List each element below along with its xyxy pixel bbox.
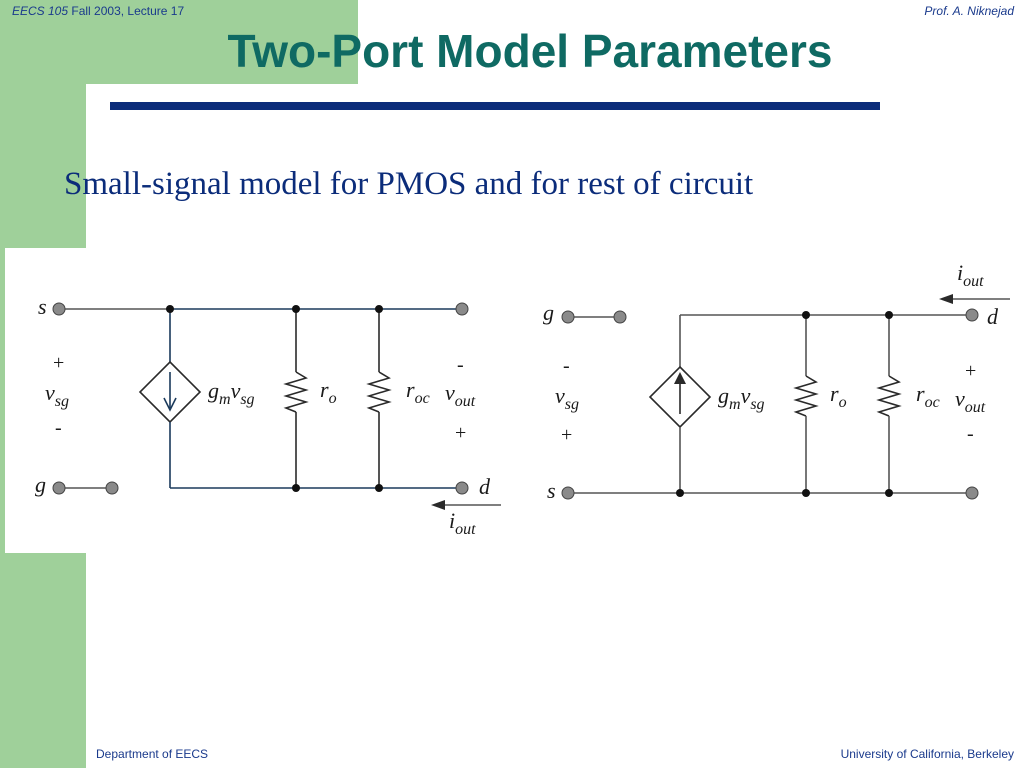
right-junction [802, 311, 810, 319]
left-source-arrow-head [163, 397, 177, 412]
left-terminals [52, 302, 469, 495]
left-label-plus-right: + [455, 422, 466, 444]
left-junction [375, 305, 383, 313]
left-label-vout: vout [445, 380, 476, 410]
right-source-arrow-head [674, 372, 686, 384]
left-circuit [59, 308, 501, 506]
right-circuit [568, 298, 1010, 494]
left-label-ro: ro [320, 377, 337, 407]
left-label-vsg: vsg [45, 380, 69, 410]
right-junction [802, 489, 810, 497]
left-junction [292, 484, 300, 492]
right-label-ro: ro [830, 381, 847, 411]
left-label-iout: iout [449, 508, 476, 538]
left-iout-arrow-head [431, 500, 445, 510]
right-terminal-s [561, 486, 575, 500]
right-label-iout: iout [957, 260, 984, 290]
right-label-s: s [547, 478, 556, 503]
left-ro-resistor [283, 371, 309, 413]
right-label-roc: roc [916, 381, 940, 411]
right-junctions [676, 311, 893, 497]
left-label-minus-right: - [457, 354, 464, 376]
slide-subtitle: Small-signal model for PMOS and for rest… [64, 166, 754, 202]
right-label-plus: + [561, 424, 572, 446]
right-label-g: g [543, 300, 554, 325]
right-iout-arrow-head [939, 294, 953, 304]
left-terminal-s [52, 302, 66, 316]
left-label-plus: + [53, 352, 64, 374]
right-junction [676, 489, 684, 497]
circuit-diagram-panel: s g d + vsg - gmvsg ro roc - vout + iout [5, 248, 1020, 553]
left-terminal-d [455, 481, 469, 495]
right-label-vout: vout [955, 386, 986, 416]
white-corner-curve [86, 84, 166, 164]
left-roc-resistor [366, 371, 392, 413]
slide-title: Two-Port Model Parameters [227, 25, 833, 77]
right-terminal-bottom-right [965, 486, 979, 500]
footer-university: University of California, Berkeley [840, 747, 1014, 761]
left-terminal-g-end [105, 481, 119, 495]
right-label-minus: - [563, 355, 570, 377]
right-junction [885, 489, 893, 497]
small-signal-circuits: s g d + vsg - gmvsg ro roc - vout + iout [35, 260, 1010, 538]
right-terminal-g-end [613, 310, 627, 324]
footer-department: Department of EECS [96, 747, 209, 761]
left-junction [375, 484, 383, 492]
right-terminal-d [965, 308, 979, 322]
course-header: EECS 105 Fall 2003, Lecture 17 [12, 4, 184, 18]
left-label-roc: roc [406, 377, 430, 407]
right-label-vsg: vsg [555, 383, 579, 413]
right-label-plus-right: + [965, 360, 976, 382]
right-roc-resistor [876, 375, 902, 417]
left-label-d: d [479, 474, 491, 499]
right-terminal-g [561, 310, 575, 324]
right-label-gmvsg: gmvsg [718, 383, 765, 413]
left-terminal-g [52, 481, 66, 495]
left-terminal-top-right [455, 302, 469, 316]
left-label-minus: - [55, 417, 62, 439]
right-ro-resistor [793, 375, 819, 417]
left-label-s: s [38, 294, 47, 319]
author-header: Prof. A. Niknejad [924, 4, 1014, 18]
right-label-d: d [987, 304, 999, 329]
left-junction [166, 305, 174, 313]
right-label-minus-right: - [967, 423, 974, 445]
course-code: EECS 105 [12, 4, 69, 18]
left-junctions [166, 305, 383, 492]
left-junction [292, 305, 300, 313]
title-rule [110, 102, 880, 110]
left-label-gmvsg: gmvsg [208, 378, 255, 408]
right-terminals [561, 308, 979, 500]
lecture-info: Fall 2003, Lecture 17 [68, 4, 185, 18]
right-junction [885, 311, 893, 319]
left-label-g: g [35, 472, 46, 497]
